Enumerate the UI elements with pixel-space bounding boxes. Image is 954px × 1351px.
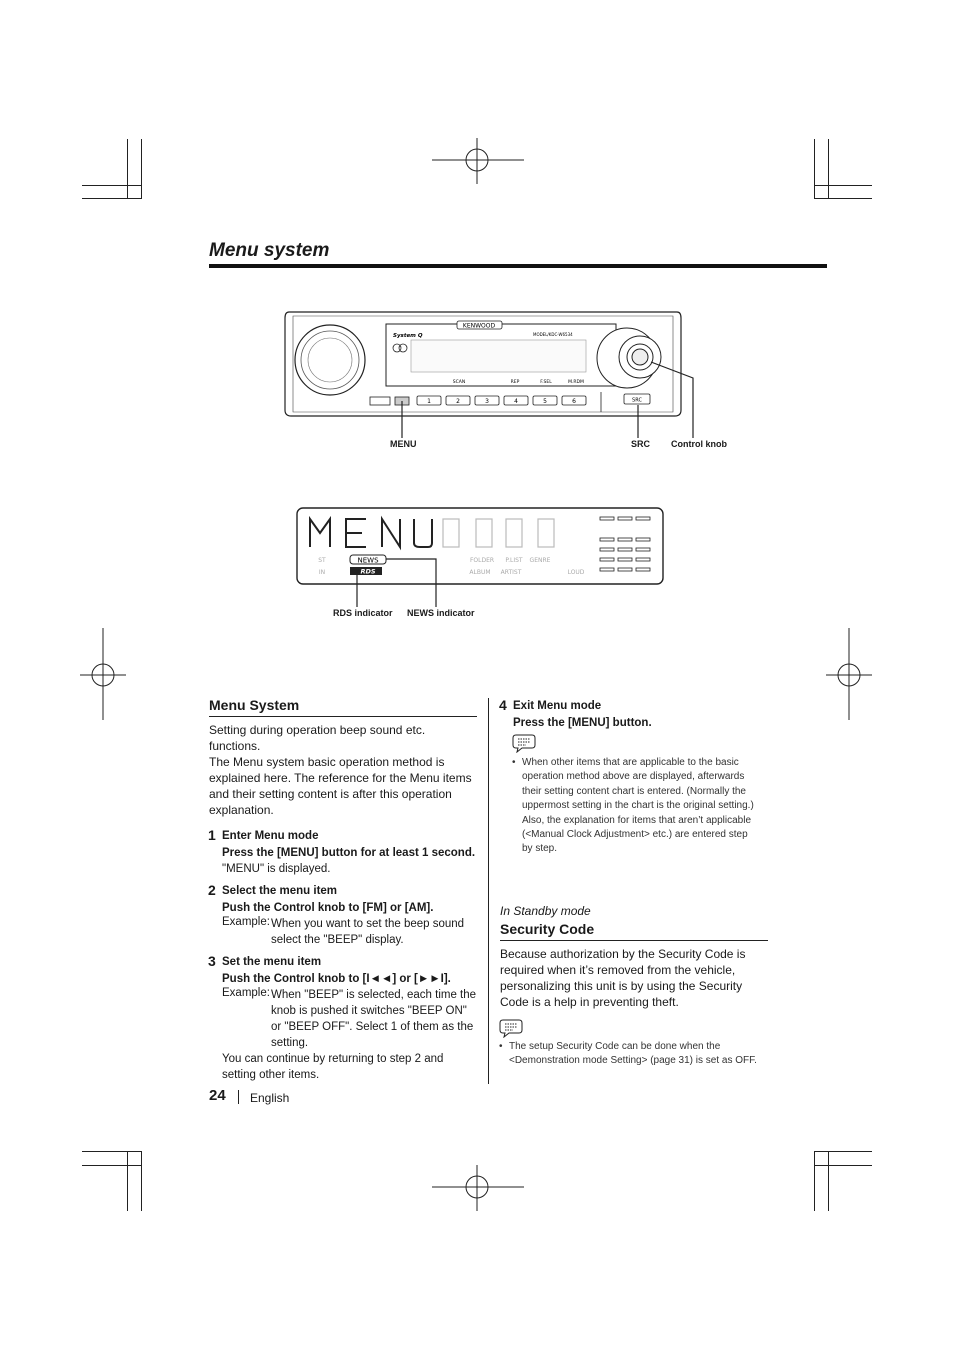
- step-4-title: Exit Menu mode: [513, 700, 602, 712]
- preset-button: [532, 395, 558, 406]
- preset-button: [503, 395, 529, 406]
- title-rule: [209, 264, 827, 268]
- standby-mode-label: In Standby mode: [500, 904, 591, 918]
- step-4-number: 4: [499, 697, 507, 713]
- crop-mark: [141, 1151, 142, 1211]
- step-1-action: Press the [MENU] button for at least 1 s…: [222, 847, 476, 859]
- src-label: SRC: [631, 439, 651, 449]
- registration-mark-left: [80, 628, 126, 720]
- security-code-rule: [500, 940, 768, 941]
- preset-button: [561, 395, 587, 406]
- step-3-title: Set the menu item: [222, 956, 322, 968]
- footer-language: English: [250, 1091, 290, 1105]
- display-illustration: NEWS RDS ST IN FOLDER P.LIST GENRE ALBUM ARTIS…: [296, 507, 664, 585]
- step-2-number: 2: [208, 882, 216, 898]
- preset-button: [416, 395, 442, 406]
- head-unit-illustration: System Q KENWOOD MODEL/KDC-W6534 SCAN REP…: [284, 311, 682, 417]
- display-indicator: FOLDER: [470, 557, 494, 564]
- device-model: MODEL/KDC-W6534: [533, 332, 573, 337]
- step-2-action: Push the Control knob to [FM] or [AM].: [222, 902, 434, 914]
- crop-mark: [127, 139, 128, 199]
- registration-mark-top: [432, 138, 524, 184]
- step-3-example: When "BEEP" is selected, each time the k…: [271, 989, 477, 1049]
- rds-indicator-glyph: RDS: [360, 568, 375, 576]
- crop-mark: [82, 185, 142, 186]
- device-system-text: System Q: [393, 333, 423, 339]
- step-3-continue: You can continue by returning to step 2 …: [222, 1053, 444, 1081]
- preset-button-label: 3: [485, 398, 489, 405]
- device-mode-label: F.SEL: [540, 379, 552, 385]
- news-indicator-label: NEWS indicator: [407, 608, 475, 618]
- device-src-button: SRC: [632, 398, 642, 404]
- crop-mark: [814, 139, 815, 199]
- column-divider: [488, 698, 489, 1084]
- step-2-example-key: Example:: [222, 916, 270, 928]
- display-indicator: LOUD: [568, 569, 585, 576]
- crop-mark: [814, 198, 872, 199]
- registration-mark-bottom: [432, 1165, 524, 1211]
- news-indicator-glyph: NEWS: [357, 557, 379, 565]
- note-bullet: •: [499, 1041, 503, 1052]
- step-2-title: Select the menu item: [222, 885, 338, 897]
- registration-mark-right: [826, 628, 872, 720]
- control-knob-label: Control knob: [671, 439, 727, 449]
- crop-mark: [814, 1151, 815, 1211]
- display-indicator: ALBUM: [469, 569, 490, 576]
- page-number: 24: [209, 1087, 226, 1104]
- menu-label: MENU: [390, 439, 417, 449]
- crop-mark: [82, 1165, 142, 1166]
- menu-system-rule: [209, 716, 477, 717]
- step-4-action: Press the [MENU] button.: [513, 717, 652, 729]
- step-3-number: 3: [208, 953, 216, 969]
- security-code-note: The setup Security Code can be done when…: [509, 1041, 757, 1067]
- display-indicator: GENRE: [530, 557, 551, 564]
- preset-button-label: 1: [427, 398, 431, 405]
- preset-button-label: 6: [572, 398, 576, 405]
- step-2-example: When you want to set the beep sound sele…: [271, 918, 465, 946]
- step-1-title: Enter Menu mode: [222, 830, 319, 842]
- preset-button-label: 5: [543, 398, 547, 405]
- menu-system-heading: Menu System: [209, 697, 300, 713]
- security-code-heading: Security Code: [500, 921, 595, 937]
- page-title: Menu system: [209, 240, 330, 261]
- device-mode-label: REP: [511, 379, 520, 385]
- callout-lines-2: [356, 558, 437, 607]
- security-code-body: Because authorization by the Security Co…: [500, 947, 746, 1009]
- step-1-result: "MENU" is displayed.: [222, 863, 331, 875]
- preset-button: [445, 395, 471, 406]
- display-indicator: ST: [318, 557, 326, 564]
- callout-lines-1: [401, 361, 694, 438]
- crop-mark: [82, 198, 142, 199]
- crop-mark: [814, 185, 872, 186]
- crop-mark: [814, 1151, 872, 1152]
- step-3-example-key: Example:: [222, 987, 270, 999]
- note-icon: [512, 734, 536, 753]
- crop-mark: [127, 1151, 128, 1211]
- step-1-number: 1: [208, 827, 216, 843]
- note-icon: [499, 1019, 523, 1038]
- rds-indicator-label: RDS indicator: [333, 608, 393, 618]
- footer-divider: [238, 1090, 239, 1104]
- step-3-action: Push the Control knob to [I◄◄] or [►►I].: [222, 973, 451, 985]
- preset-button-label: 2: [456, 398, 460, 405]
- step-4-note: When other items that are applicable to …: [522, 757, 754, 855]
- note-bullet: •: [512, 757, 516, 768]
- crop-mark: [141, 139, 142, 199]
- display-indicator: IN: [319, 569, 325, 576]
- device-brand: KENWOOD: [463, 323, 496, 330]
- intro-text: Setting during operation beep sound etc.…: [209, 723, 472, 817]
- display-indicator: ARTIST: [501, 569, 522, 576]
- device-mode-label: M.RDM: [568, 379, 584, 385]
- preset-button-label: 4: [514, 398, 518, 405]
- display-indicator: P.LIST: [505, 557, 523, 564]
- crop-mark: [82, 1151, 142, 1152]
- crop-mark: [814, 1165, 872, 1166]
- crop-mark: [828, 1151, 829, 1211]
- preset-button: [474, 395, 500, 406]
- device-mode-label: SCAN: [453, 379, 465, 385]
- crop-mark: [828, 139, 829, 199]
